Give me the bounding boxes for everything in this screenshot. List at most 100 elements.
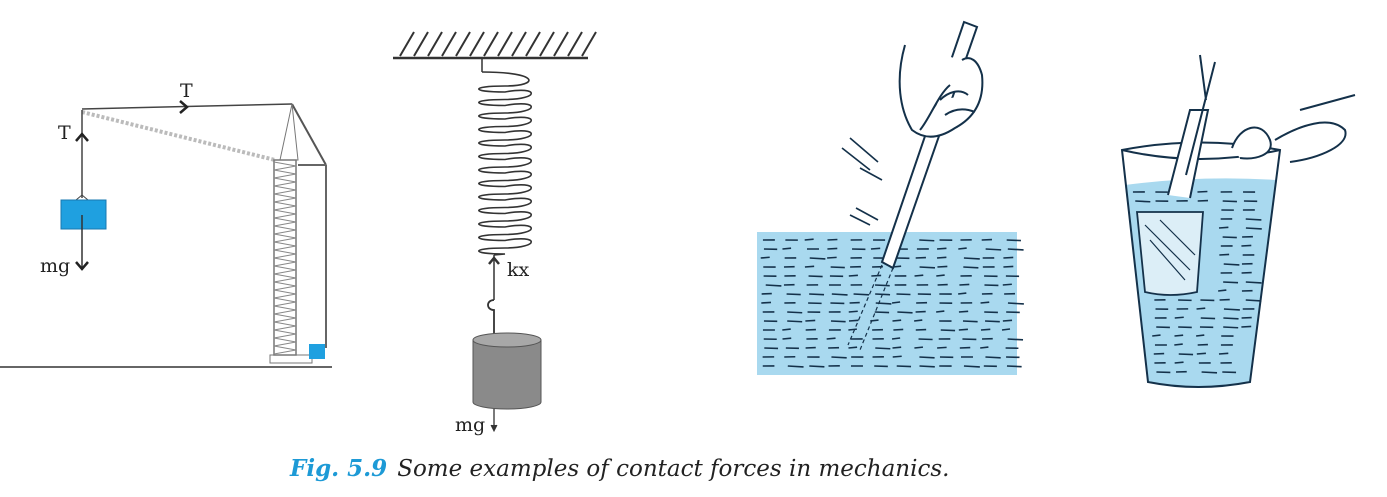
water-ripple xyxy=(940,329,956,332)
water-ripple xyxy=(962,320,978,323)
hand xyxy=(898,44,984,138)
water-ripple xyxy=(1241,244,1252,247)
water-ripple xyxy=(1196,352,1206,355)
water-ripple xyxy=(937,265,948,268)
water-ripple xyxy=(808,275,823,278)
water-ripple xyxy=(891,301,901,304)
caption-text: Some examples of contact forces in mecha… xyxy=(397,456,950,482)
water-ripple xyxy=(919,266,936,269)
water-ripple xyxy=(1003,265,1014,268)
water-ripple xyxy=(1197,190,1208,193)
water-ripple xyxy=(891,337,901,340)
water-ripple xyxy=(848,319,859,322)
water-ripple xyxy=(1245,281,1262,284)
water-ripple xyxy=(831,356,847,359)
spring-force-label: kx xyxy=(507,259,530,281)
water-ripple xyxy=(980,301,990,304)
water-ripple xyxy=(875,347,891,350)
water-ripple xyxy=(1003,256,1014,259)
tower-lattice xyxy=(273,161,297,355)
stick-in-water xyxy=(757,20,1024,375)
water-ripple xyxy=(786,293,801,296)
water-ripple xyxy=(1174,343,1183,346)
water-ripple xyxy=(809,365,825,368)
water-ripple xyxy=(1135,200,1151,203)
water-ripple xyxy=(761,301,772,304)
water-ripple xyxy=(892,346,902,349)
water-ripple xyxy=(827,247,838,250)
glass-of-water xyxy=(1120,54,1356,388)
water-ripple xyxy=(919,356,935,359)
water-ripple xyxy=(914,274,924,277)
water-ripple xyxy=(958,328,968,331)
tension-arrow-right xyxy=(179,100,189,114)
water-ripple xyxy=(959,283,970,286)
ceiling-hatch xyxy=(399,31,597,57)
water-ripple xyxy=(936,274,945,277)
water-ripple xyxy=(918,338,933,341)
water-ripple xyxy=(848,274,858,277)
water-ripple xyxy=(963,266,979,269)
water-ripple xyxy=(1002,283,1012,286)
water-ripple xyxy=(1222,236,1237,239)
crane-diagram xyxy=(0,100,332,368)
water-ripple xyxy=(985,248,1002,251)
water-ripple xyxy=(1223,317,1239,320)
water-ripple xyxy=(787,311,803,314)
water-ripple xyxy=(765,284,782,287)
water-ripple xyxy=(760,256,770,259)
water-ripple xyxy=(782,247,792,250)
tower-top xyxy=(279,103,299,161)
water-ripple xyxy=(936,310,945,313)
water-ripple xyxy=(980,346,989,349)
water-ripple xyxy=(1222,200,1237,203)
water-ripple xyxy=(963,257,980,260)
load-block xyxy=(60,199,107,230)
water-ripple xyxy=(826,337,836,340)
water-ripple xyxy=(937,346,947,349)
water-ripple xyxy=(1006,365,1022,368)
water-ripple xyxy=(896,365,912,368)
spring-coil xyxy=(478,71,533,256)
water-ripple xyxy=(1223,308,1240,311)
water-ripple xyxy=(1002,319,1013,322)
water-ripple xyxy=(1218,352,1229,355)
crane-cab xyxy=(309,344,325,359)
water-ripple xyxy=(874,311,890,314)
water-ripple xyxy=(804,238,814,241)
water-ripple xyxy=(897,311,913,314)
water-ripple xyxy=(1201,371,1218,374)
backstay xyxy=(291,103,327,166)
water-ripple xyxy=(1007,338,1024,341)
water-ripple xyxy=(958,247,967,250)
water-ripple xyxy=(914,319,923,322)
water-ripple xyxy=(1152,334,1161,337)
water-ripple xyxy=(853,293,870,296)
water-ripple xyxy=(804,265,815,268)
water-ripple xyxy=(809,293,825,296)
spring-force-arrow xyxy=(488,256,500,265)
water-ripple xyxy=(937,247,947,250)
hook xyxy=(487,299,495,335)
water-ripple xyxy=(1223,326,1239,329)
water-ripple xyxy=(958,292,967,295)
water-ripple xyxy=(870,247,881,250)
water-ripple xyxy=(1007,248,1024,251)
water-ripple xyxy=(787,320,803,323)
water-ripple xyxy=(782,337,792,340)
figure-number: Fig. 5.9 xyxy=(290,455,388,482)
water-ripple xyxy=(1196,307,1206,310)
water-ripple xyxy=(782,328,791,331)
water-ripple xyxy=(874,284,890,287)
water-ripple xyxy=(787,365,804,368)
water-ripple xyxy=(980,328,991,331)
water-ripple xyxy=(985,320,1000,323)
water-ripple xyxy=(848,328,857,331)
water-ripple xyxy=(1223,281,1239,284)
tension-label-top: T xyxy=(180,80,193,102)
water-ripple xyxy=(831,293,848,296)
water-ripple xyxy=(892,355,902,358)
water-ripple xyxy=(1218,226,1229,229)
crane-weight-label: mg xyxy=(40,255,70,277)
